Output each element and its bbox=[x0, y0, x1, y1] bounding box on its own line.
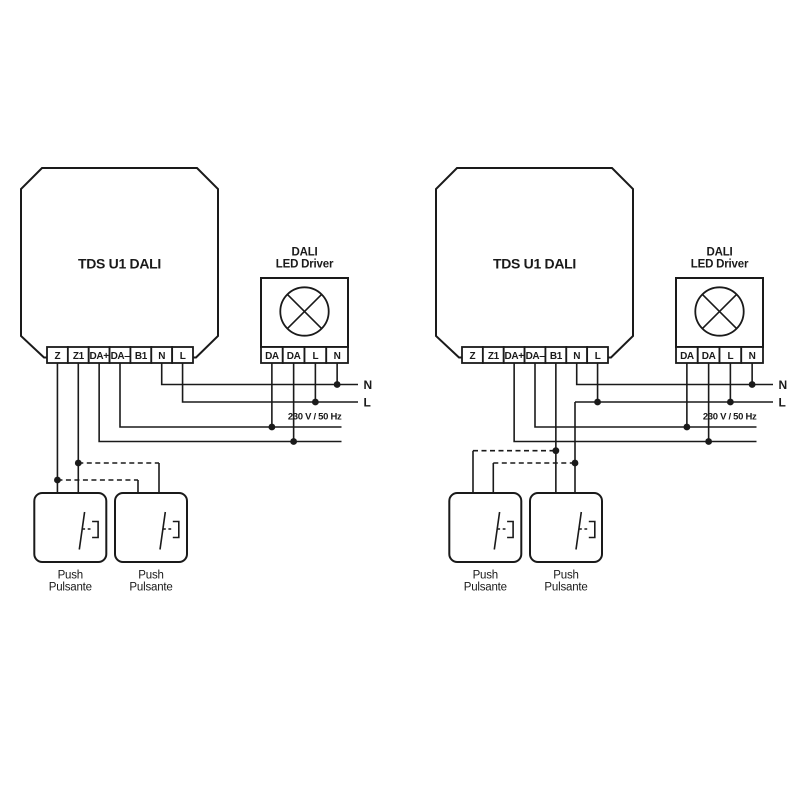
push-button-label-line2: Pulsante bbox=[464, 582, 507, 594]
driver-title-line2: LED Driver bbox=[276, 259, 334, 271]
junction-dot bbox=[552, 447, 560, 455]
flush-module: TDS U1 DALI Z Z1 DA+ DA– B1 N L bbox=[20, 167, 219, 364]
push-button-label-line1: Push bbox=[138, 570, 163, 582]
junction-dot bbox=[54, 476, 61, 484]
module-terminal-label: L bbox=[180, 351, 186, 362]
driver-terminal-label: DA bbox=[680, 351, 694, 362]
lamp-icon bbox=[279, 286, 330, 337]
neutral-label: N bbox=[779, 378, 788, 392]
switch-actuator-bracket bbox=[507, 520, 514, 539]
switch-blade bbox=[78, 511, 86, 550]
module-terminal-label: B1 bbox=[135, 351, 148, 362]
junction-dot bbox=[311, 398, 319, 406]
mains-dali-wiring: N L 230 V / 50 Hz bbox=[513, 363, 788, 511]
wire-dali-minus-bus bbox=[119, 363, 342, 428]
driver-terminal-label: N bbox=[334, 351, 341, 362]
lamp-circle bbox=[694, 286, 745, 337]
module-terminal-label: Z1 bbox=[488, 351, 500, 362]
switch-blade bbox=[575, 511, 583, 550]
switch-blade bbox=[159, 511, 167, 550]
driver-terminal-label: DA bbox=[702, 351, 716, 362]
diagram-left: TDS U1 DALI Z Z1 DA+ DA– B1 N L DALI LE bbox=[20, 167, 373, 594]
junction-dot bbox=[726, 398, 734, 406]
mains-dali-wiring: N L 230 V / 50 Hz bbox=[98, 363, 373, 445]
push-button-2: Push Pulsante bbox=[114, 492, 188, 594]
junction-dot bbox=[748, 381, 756, 388]
module-terminal-strip: Z Z1 DA+ DA– B1 N L bbox=[461, 346, 609, 364]
neutral-label: N bbox=[364, 378, 373, 392]
module-title: TDS U1 DALI bbox=[78, 256, 161, 272]
junction-dot bbox=[74, 459, 82, 467]
module-terminal-label: DA+ bbox=[505, 351, 525, 362]
push-button-label-line2: Pulsante bbox=[129, 582, 172, 594]
line-label: L bbox=[779, 396, 786, 410]
flush-module: TDS U1 DALI Z Z1 DA+ DA– B1 N L bbox=[435, 167, 634, 364]
module-title: TDS U1 DALI bbox=[493, 256, 576, 272]
driver-terminal-strip: DA DA L N bbox=[675, 346, 764, 364]
push-button-label-line2: Pulsante bbox=[544, 582, 587, 594]
junction-dot bbox=[683, 423, 691, 431]
junction-dot bbox=[571, 459, 579, 467]
diagram-right: TDS U1 DALI Z Z1 DA+ DA– B1 N L DALI LE bbox=[435, 167, 788, 594]
lamp-cross bbox=[286, 293, 323, 330]
driver-title-line1: DALI bbox=[706, 247, 732, 259]
module-terminal-label: Z bbox=[470, 351, 476, 362]
push-button-box bbox=[448, 492, 523, 563]
module-terminal-label: B1 bbox=[550, 351, 563, 362]
junction-dot bbox=[290, 438, 298, 445]
driver-title-line1: DALI bbox=[291, 247, 317, 259]
module-terminal-label: Z1 bbox=[73, 351, 85, 362]
junction-dot bbox=[594, 398, 601, 406]
wire-dali-plus-bus bbox=[513, 363, 757, 443]
driver-terminal-label: N bbox=[749, 351, 756, 362]
wire-neutral-bus bbox=[160, 363, 358, 386]
wire-dali-minus-bus bbox=[534, 363, 757, 428]
module-terminal-label: DA+ bbox=[90, 351, 110, 362]
module-outline bbox=[435, 167, 634, 359]
lamp-circle bbox=[279, 286, 330, 337]
driver-terminal-label: L bbox=[313, 351, 319, 362]
dali-led-driver: DALI LED Driver DA DA L N bbox=[260, 247, 349, 364]
module-terminal-label: N bbox=[573, 351, 580, 362]
module-outline bbox=[20, 167, 219, 359]
line-label: L bbox=[364, 396, 371, 410]
wire-dali-plus-bus bbox=[98, 363, 342, 443]
junction-dot bbox=[333, 381, 341, 388]
push-button-box bbox=[33, 492, 108, 563]
push-button-label-line1: Push bbox=[553, 570, 578, 582]
module-terminal-label: DA– bbox=[526, 351, 546, 362]
push-button-box bbox=[529, 492, 603, 563]
module-terminal-strip: Z Z1 DA+ DA– B1 N L bbox=[46, 346, 194, 364]
switch-actuator-bracket bbox=[92, 520, 99, 539]
driver-terminal-label: DA bbox=[265, 351, 279, 362]
push-button-1: Push Pulsante bbox=[448, 492, 523, 594]
junction-dot bbox=[268, 423, 276, 431]
module-terminal-label: N bbox=[158, 351, 165, 362]
wire-line-bus bbox=[181, 363, 358, 403]
junction-dot bbox=[705, 438, 713, 445]
module-terminal-label: Z bbox=[55, 351, 61, 362]
driver-title-line2: LED Driver bbox=[691, 259, 749, 271]
switch-actuator-bracket bbox=[172, 520, 180, 539]
switch-actuator-bracket bbox=[588, 520, 596, 539]
wire-neutral-bus bbox=[575, 363, 773, 386]
push-button-box bbox=[114, 492, 188, 563]
driver-terminal-label: DA bbox=[287, 351, 301, 362]
push-button-label-line1: Push bbox=[473, 570, 498, 582]
lamp-cross bbox=[701, 293, 738, 330]
dali-led-driver: DALI LED Driver DA DA L N bbox=[675, 247, 764, 364]
switch-blade bbox=[493, 511, 501, 550]
driver-terminal-strip: DA DA L N bbox=[260, 346, 349, 364]
push-button-1: Push Pulsante bbox=[33, 492, 108, 594]
push-button-2: Push Pulsante bbox=[529, 492, 603, 594]
module-terminal-label: L bbox=[595, 351, 601, 362]
voltage-label: 230 V / 50 Hz bbox=[703, 412, 757, 423]
push-button-label-line2: Pulsante bbox=[49, 582, 92, 594]
module-terminal-label: DA– bbox=[111, 351, 131, 362]
lamp-icon bbox=[694, 286, 745, 337]
voltage-label: 230 V / 50 Hz bbox=[288, 412, 342, 423]
driver-terminal-label: L bbox=[728, 351, 734, 362]
push-button-label-line1: Push bbox=[58, 570, 83, 582]
